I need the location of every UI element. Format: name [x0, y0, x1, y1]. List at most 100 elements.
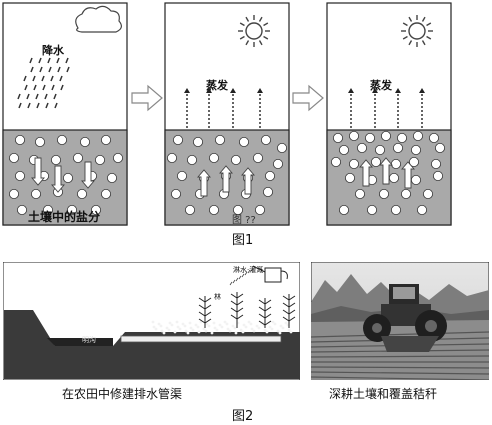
precipitation-label: 降水	[42, 44, 64, 57]
salt-particle	[67, 204, 78, 215]
sprinkler-label: 淋水·灌溉	[233, 266, 264, 274]
figure1-caption: 图1	[232, 233, 254, 248]
salt-particle	[392, 142, 403, 153]
salt-particle	[416, 204, 427, 215]
salt-particle	[16, 204, 27, 215]
rain-dash	[39, 66, 43, 73]
salt-particle	[238, 136, 249, 147]
ditch-label: 明沟	[82, 336, 96, 344]
figure1-diagram	[2, 2, 452, 226]
salt-particle	[101, 188, 112, 199]
rain-dash	[51, 84, 55, 91]
salt-particle	[396, 132, 407, 143]
rain-dash	[27, 102, 31, 109]
rain-dash	[35, 93, 39, 100]
rain-dash	[60, 84, 64, 91]
salt-particle	[412, 130, 423, 141]
salt-particle	[432, 170, 443, 181]
salt-particle	[8, 152, 19, 163]
salt-particle	[107, 172, 118, 183]
salt-particle	[63, 172, 74, 183]
salt-particle	[57, 134, 68, 145]
salt-particle	[370, 156, 381, 167]
cloud-icon	[75, 5, 122, 33]
rain-dash	[50, 75, 54, 82]
salt-particle	[408, 156, 419, 167]
evaporation-arrows	[184, 88, 425, 128]
rain-dash	[26, 93, 30, 100]
rain-dash	[29, 57, 33, 64]
rain-dash	[24, 84, 28, 91]
salt-particle	[170, 188, 181, 199]
salt-particle	[348, 130, 359, 141]
rain-dash	[57, 66, 61, 73]
salt-particle	[176, 170, 187, 181]
salt-particle	[430, 158, 441, 169]
salt-particle	[378, 188, 389, 199]
salt-particle	[101, 134, 112, 145]
tillage-caption: 深耕土壤和覆盖秸秆	[329, 387, 438, 401]
rain-dash	[56, 57, 60, 64]
salt-particle	[14, 134, 25, 145]
rain-dash	[65, 57, 69, 64]
salt-particle	[186, 154, 197, 165]
tractor-photo	[311, 262, 489, 380]
salt-particle	[422, 188, 433, 199]
salt-particle	[232, 204, 243, 215]
salt-particles	[8, 130, 445, 215]
salt-particle	[428, 132, 439, 143]
salt-particle	[338, 144, 349, 155]
rain-dash	[66, 66, 70, 73]
salt-particle	[8, 188, 19, 199]
salt-movement-arrows	[31, 157, 415, 197]
salt-particle	[254, 204, 265, 215]
salt-particle	[380, 130, 391, 141]
salt-particle	[374, 144, 385, 155]
salt-particle	[260, 134, 271, 145]
rain-dash	[42, 84, 46, 91]
salt-particle	[35, 136, 46, 147]
transition-arrow-icon	[131, 84, 163, 112]
sun-icon	[238, 15, 270, 47]
rain-dash	[32, 75, 36, 82]
salt-particle	[208, 204, 219, 215]
salt-particle	[344, 172, 355, 183]
salt-particle	[14, 170, 25, 181]
salt-particle	[252, 152, 263, 163]
salt-particle	[43, 204, 54, 215]
figure2-caption: 图2	[232, 409, 254, 424]
salt-particle	[410, 174, 421, 185]
rain-dash	[33, 84, 37, 91]
watering-can-icon	[252, 265, 288, 283]
salt-particle	[390, 158, 401, 169]
rain-dash	[41, 75, 45, 82]
rain-dash	[47, 57, 51, 64]
salt-particle	[356, 142, 367, 153]
salt-particle	[348, 158, 359, 169]
salt-particle	[264, 170, 275, 181]
salt-particle	[208, 152, 219, 163]
salt-particle	[73, 152, 84, 163]
rain-dash	[18, 102, 22, 109]
transition-arrow-icon	[292, 84, 324, 112]
salt-particle	[172, 134, 183, 145]
partial-watermark: 图 ??	[232, 215, 256, 226]
rain-dash	[44, 93, 48, 100]
evaporation-label: 蒸发	[370, 79, 392, 92]
salt-particle	[364, 132, 375, 143]
rain-dash	[48, 66, 52, 73]
tractor-icon	[363, 284, 447, 352]
salt-particle	[434, 142, 445, 153]
drainage-caption: 在农田中修建排水管渠	[62, 387, 183, 401]
salt-particle	[390, 204, 401, 215]
salt-particle	[410, 144, 421, 155]
salt-particle	[354, 188, 365, 199]
salt-particle	[276, 142, 287, 153]
rain-dash	[59, 75, 63, 82]
salt-particle	[80, 136, 91, 147]
salt-particle	[51, 154, 62, 165]
salt-particle	[192, 136, 203, 147]
rain-dash	[17, 93, 21, 100]
salt-particle	[166, 152, 177, 163]
sun-icon	[401, 15, 433, 47]
